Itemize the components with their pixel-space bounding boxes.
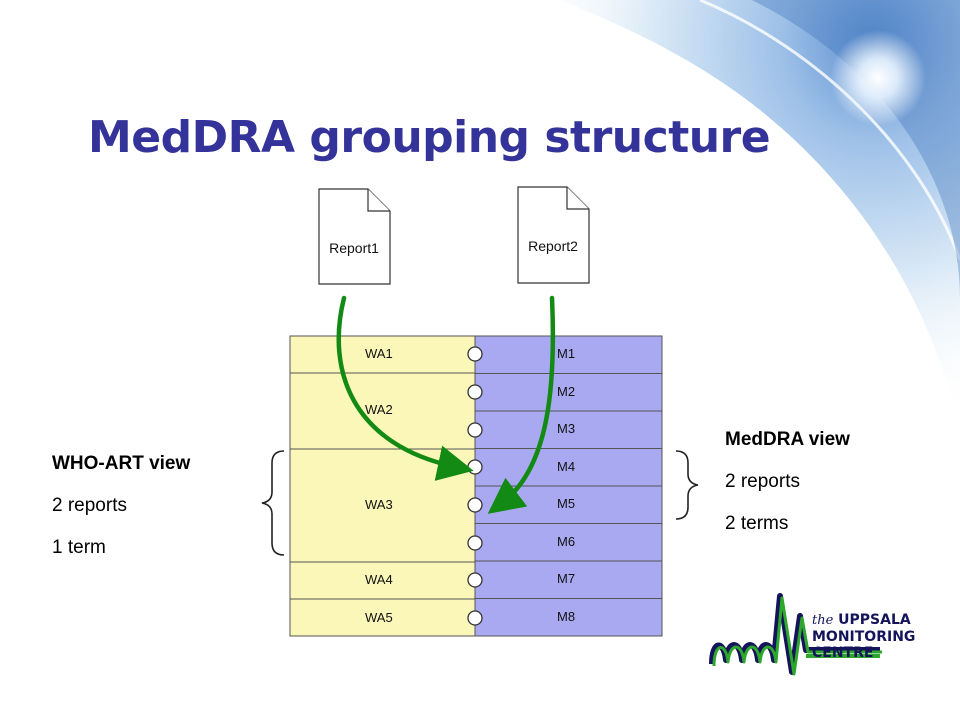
connector-circle-m1 — [467, 346, 483, 362]
m3-cell — [474, 410, 663, 449]
connector-circle-m4 — [467, 459, 483, 475]
wa5-label: WA5 — [365, 610, 393, 625]
connector-circle-m8 — [467, 610, 483, 626]
report2-arrow — [487, 295, 556, 514]
who-art-view-heading: WHO-ART view — [52, 453, 191, 474]
who-art-view-terms: 1 term — [52, 537, 106, 558]
meddra-view-block: MedDRA view 2 reports 2 terms — [725, 429, 850, 555]
m-column — [474, 335, 663, 637]
m2-cell — [474, 373, 663, 412]
m4-label: M4 — [557, 459, 576, 474]
wa-column — [289, 335, 476, 637]
connector-circle-m7 — [467, 572, 483, 588]
slide-title: MedDRA grouping structure — [88, 112, 771, 163]
wa1-cell — [289, 335, 476, 374]
wa5-cell — [289, 598, 476, 637]
report1-label: Report1 — [329, 240, 379, 256]
connector-circle-m2 — [467, 384, 483, 400]
m1-cell — [474, 335, 663, 374]
connector-circle-m3 — [467, 422, 483, 438]
wa1-label: WA1 — [365, 346, 393, 361]
m6-cell — [474, 523, 663, 562]
wa3-label: WA3 — [365, 497, 393, 512]
m6-label: M6 — [557, 534, 576, 549]
report2-document — [517, 186, 590, 284]
wa2-label: WA2 — [365, 402, 393, 417]
wa4-label: WA4 — [365, 572, 393, 587]
m2-label: M2 — [557, 384, 576, 399]
who-art-view-reports: 2 reports — [52, 495, 127, 516]
m1-label: M1 — [557, 346, 576, 361]
uppsala-logo-text: the UPPSALA MONITORING CENTRE — [812, 612, 942, 661]
uppsala-logo-mark — [709, 593, 882, 676]
m8-cell — [474, 598, 663, 637]
meddra-view-terms: 2 terms — [725, 513, 789, 534]
logo-line3: CENTRE — [812, 645, 874, 661]
connector-circle-m5 — [467, 497, 483, 513]
m8-label: M8 — [557, 609, 576, 624]
m7-label: M7 — [557, 571, 576, 586]
meddra-view-heading: MedDRA view — [725, 429, 850, 450]
who-art-brace — [261, 450, 285, 556]
logo-line2: MONITORING — [812, 629, 916, 645]
logo-the: the — [812, 613, 834, 628]
meddra-brace — [675, 450, 699, 520]
report1-document — [318, 188, 391, 285]
logo-line1: UPPSALA — [838, 612, 911, 628]
report1-arrow — [336, 295, 474, 481]
m5-label: M5 — [557, 496, 576, 511]
meddra-view-reports: 2 reports — [725, 471, 800, 492]
m3-label: M3 — [557, 421, 576, 436]
report2-label: Report2 — [528, 238, 578, 254]
connector-circle-m6 — [467, 535, 483, 551]
who-art-view-block: WHO-ART view 2 reports 1 term — [52, 453, 190, 579]
